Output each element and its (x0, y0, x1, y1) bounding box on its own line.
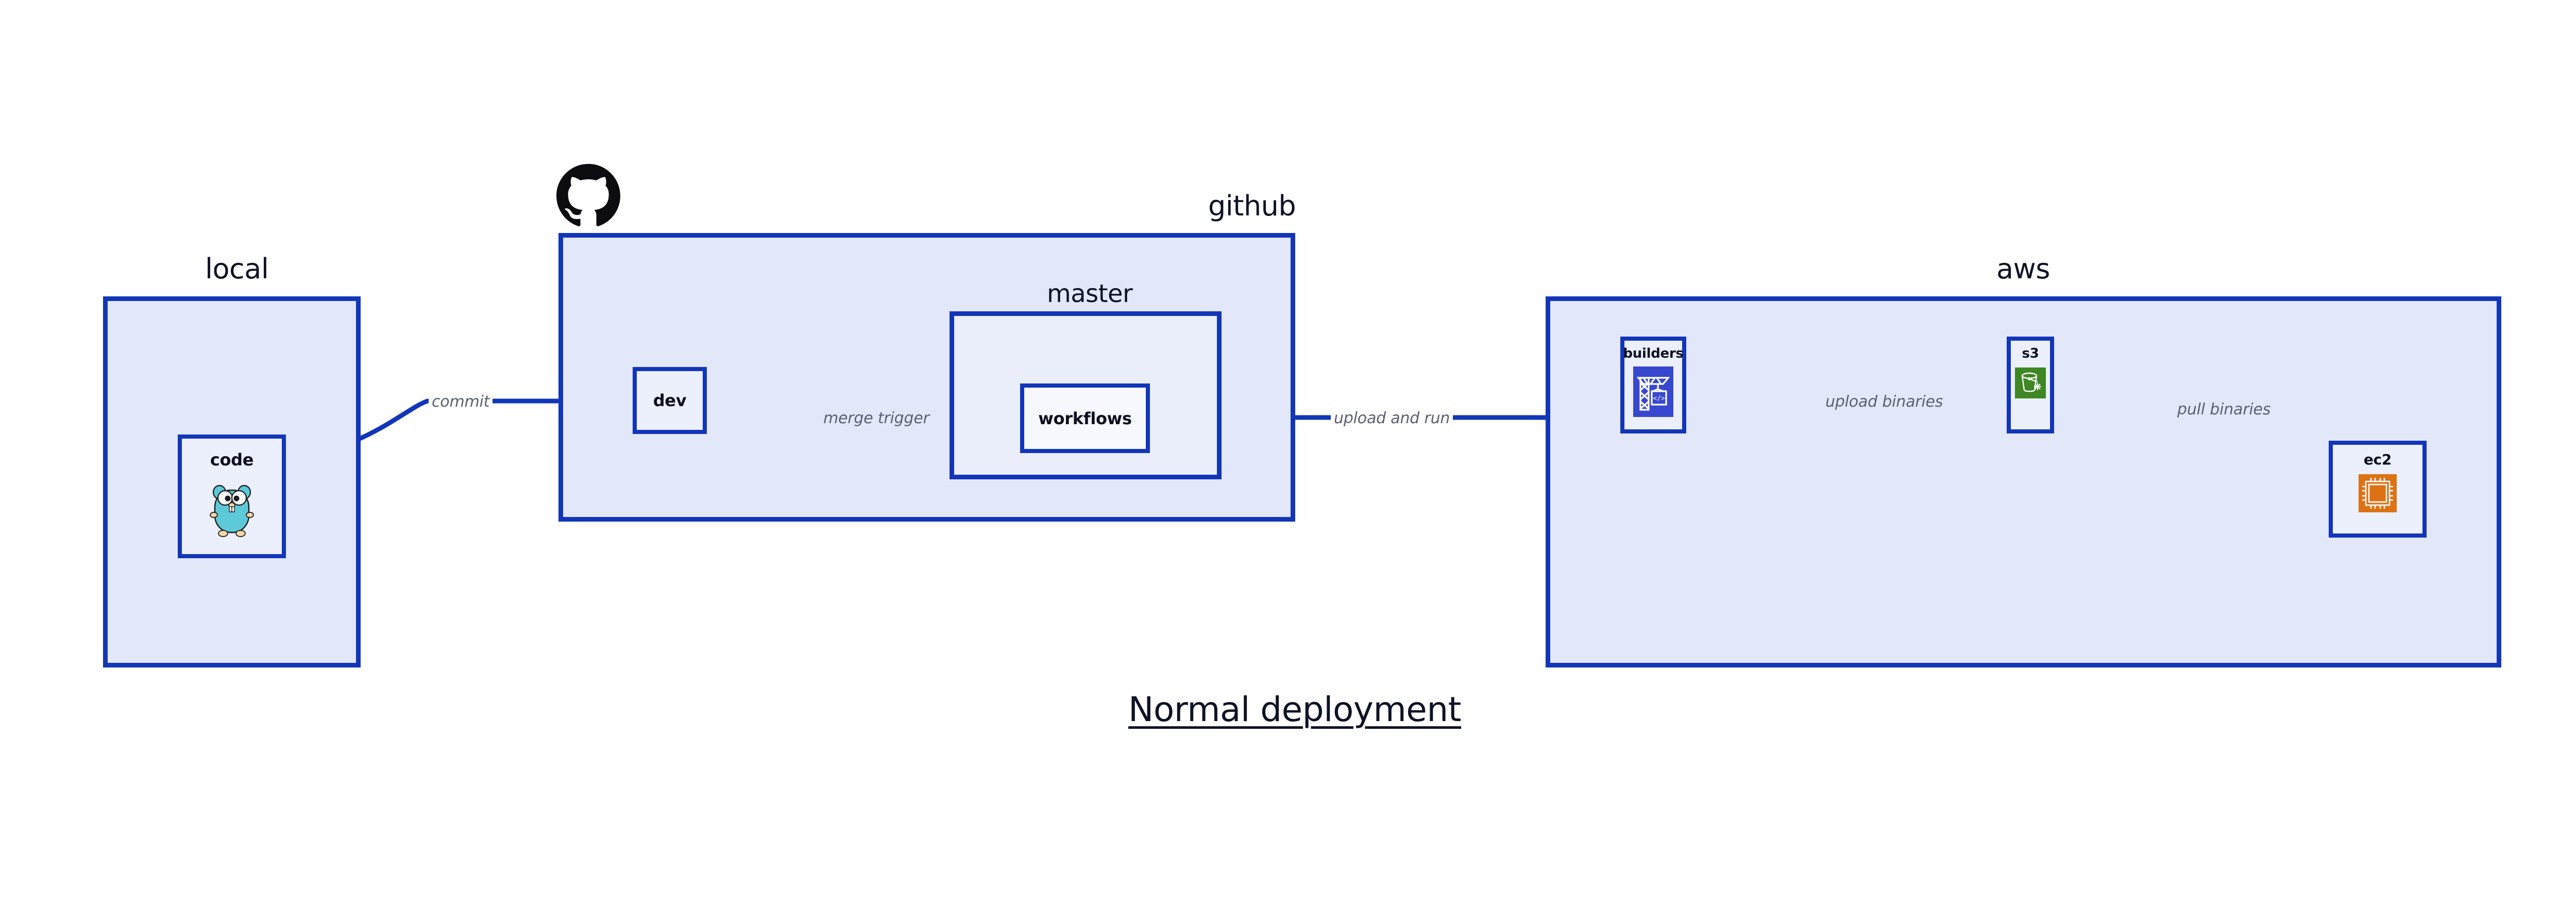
subgroup-label-master: master (1047, 279, 1133, 308)
edge-label-upload-and-run: upload and run (1331, 408, 1453, 428)
github-octocat-icon (556, 164, 620, 230)
go-gopher-icon (206, 477, 258, 541)
node-box-dev[interactable]: dev (633, 367, 707, 434)
group-label-local: local (205, 253, 269, 285)
aws-builder-crane-icon: </> (1633, 366, 1673, 419)
group-label-aws: aws (1996, 253, 2050, 285)
edge-label-pull-binaries: pull binaries (2174, 399, 2274, 420)
node-label-builders: builders (1623, 346, 1684, 361)
svg-text:</>: </> (1653, 395, 1665, 403)
node-box-code[interactable]: code (178, 435, 286, 558)
edge-label-upload-binaries: upload binaries (1822, 392, 1946, 412)
node-label-code: code (210, 450, 254, 470)
edge-label-merge-trigger: merge trigger (820, 408, 933, 428)
aws-ec2-chip-icon (2359, 474, 2397, 514)
node-box-ec2[interactable]: ec2 (2329, 441, 2427, 538)
node-label-dev: dev (653, 391, 687, 410)
node-label-s3: s3 (2022, 346, 2039, 361)
node-box-workflows[interactable]: workflows (1020, 383, 1150, 453)
node-label-workflows: workflows (1038, 408, 1132, 428)
node-box-builders[interactable]: builders </> (1620, 337, 1686, 433)
group-label-github: github (1208, 190, 1296, 222)
edge-label-commit: commit (429, 392, 493, 412)
aws-s3-bucket-icon (2015, 368, 2046, 400)
node-box-s3[interactable]: s3 (2007, 337, 2054, 433)
node-label-ec2: ec2 (2363, 451, 2392, 468)
page-title: Normal deployment (1128, 690, 1462, 729)
